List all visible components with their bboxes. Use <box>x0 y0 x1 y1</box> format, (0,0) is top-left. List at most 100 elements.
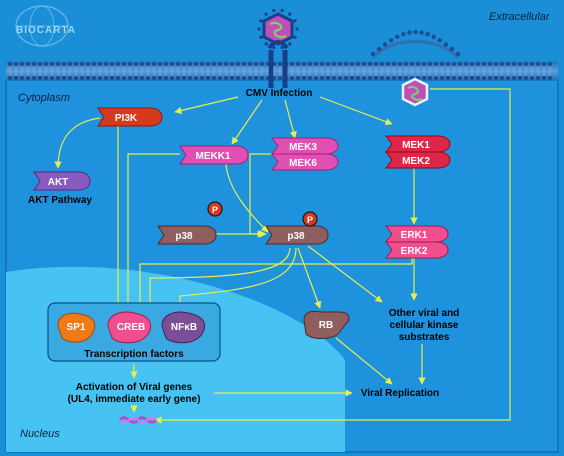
membrane-bead <box>217 75 223 81</box>
creb-node: CREB <box>107 311 152 344</box>
membrane-bead <box>361 61 367 67</box>
membrane-bead <box>55 75 61 81</box>
mek2-label: MEK2 <box>402 156 430 167</box>
akt-pathway-label: AKT Pathway <box>28 195 92 206</box>
membrane-bead <box>229 75 235 81</box>
bud-bead <box>437 38 442 43</box>
membrane-bead <box>205 61 211 67</box>
membrane-bead <box>457 61 463 67</box>
membrane-bead <box>211 75 217 81</box>
membrane-bead <box>43 61 49 67</box>
membrane-bead <box>43 75 49 81</box>
membrane-bead <box>37 61 43 67</box>
mekk1-node: MEKK1 <box>179 145 249 165</box>
mek3-label: MEK3 <box>289 142 317 153</box>
membrane-bead <box>421 61 427 67</box>
membrane-bead <box>115 75 121 81</box>
membrane-bead <box>139 75 145 81</box>
membrane-bead <box>235 75 241 81</box>
membrane-bead <box>151 61 157 67</box>
membrane-bead <box>109 75 115 81</box>
transcription-factors-box: SP1 CREB NFκB Transcription factors <box>47 302 221 362</box>
membrane-bead <box>325 75 331 81</box>
activation-line2: (UL4, immediate early gene) <box>68 394 201 405</box>
membrane-bead <box>211 61 217 67</box>
bud-bead <box>407 30 412 35</box>
virus-spike <box>293 19 297 23</box>
membrane-bead <box>19 61 25 67</box>
other-substrates-label: Other viral and cellular kinase substrat… <box>389 308 460 343</box>
membrane-bead <box>103 75 109 81</box>
bud-bead <box>401 32 406 37</box>
membrane-bead <box>61 61 67 67</box>
membrane-bead <box>223 61 229 67</box>
membrane-bead <box>433 75 439 81</box>
membrane-bead <box>169 61 175 67</box>
membrane-bead <box>217 61 223 67</box>
membrane-bead <box>445 75 451 81</box>
bud-bead <box>376 46 382 52</box>
membrane-bead <box>349 61 355 67</box>
membrane-bead <box>475 61 481 67</box>
membrane-bead <box>343 61 349 67</box>
virus-spike <box>259 35 263 39</box>
membrane-bead <box>181 61 187 67</box>
erk2-node: ERK2 <box>385 241 449 259</box>
membrane-bead <box>475 75 481 81</box>
membrane-bead <box>349 75 355 81</box>
membrane-bead <box>487 75 493 81</box>
mek1-node: MEK1 <box>385 135 451 153</box>
membrane-bead <box>487 61 493 67</box>
membrane-bead <box>157 75 163 81</box>
membrane-bead <box>511 75 517 81</box>
mek3-node: MEK3 <box>271 137 339 155</box>
membrane-bead <box>259 61 265 67</box>
membrane-bead <box>451 75 457 81</box>
membrane-bead <box>301 61 307 67</box>
membrane-bead <box>127 75 133 81</box>
virus-spike <box>280 45 284 50</box>
phospho-label-b: P <box>307 215 313 225</box>
bud-bead <box>395 34 400 39</box>
membrane-bead <box>67 61 73 67</box>
membrane-bead <box>493 61 499 67</box>
membrane-bead <box>79 75 85 81</box>
membrane-bead <box>397 61 403 67</box>
nfkb-node: NFκB <box>161 311 206 344</box>
membrane-bead <box>307 61 313 67</box>
arrow-virus-nucleus <box>154 88 511 424</box>
membrane-bead <box>73 75 79 81</box>
membrane-bead <box>49 61 55 67</box>
membrane-bead <box>163 61 169 67</box>
membrane-bead <box>523 75 529 81</box>
membrane-bead <box>295 61 301 67</box>
membrane-bead <box>433 61 439 67</box>
membrane-bead <box>481 61 487 67</box>
phospho-label-a: P <box>212 205 218 215</box>
membrane-bead <box>37 75 43 81</box>
virus-spike <box>272 8 276 13</box>
other-substrates-line2: cellular kinase <box>390 320 459 331</box>
virus-spike <box>259 19 263 23</box>
erk2-label: ERK2 <box>401 246 428 257</box>
pathway-arrows <box>54 88 511 424</box>
membrane-bead <box>253 75 259 81</box>
bud-bead <box>419 30 424 35</box>
membrane-bead <box>505 61 511 67</box>
membrane-bead <box>127 61 133 67</box>
membrane-bead <box>427 61 433 67</box>
membrane-bead <box>373 75 379 81</box>
membrane-bead <box>529 61 535 67</box>
membrane-bead <box>31 75 37 81</box>
membrane-bead <box>469 61 475 67</box>
cell-membrane <box>6 61 558 81</box>
activation-line1: Activation of Viral genes <box>76 382 193 393</box>
sp1-label: SP1 <box>67 322 86 333</box>
membrane-bead <box>511 61 517 67</box>
membrane-bead <box>385 61 391 67</box>
membrane-bead <box>175 75 181 81</box>
membrane-bead <box>19 75 25 81</box>
membrane-bead <box>13 75 19 81</box>
extracellular-label: Extracellular <box>489 11 551 23</box>
membrane-bead <box>391 75 397 81</box>
